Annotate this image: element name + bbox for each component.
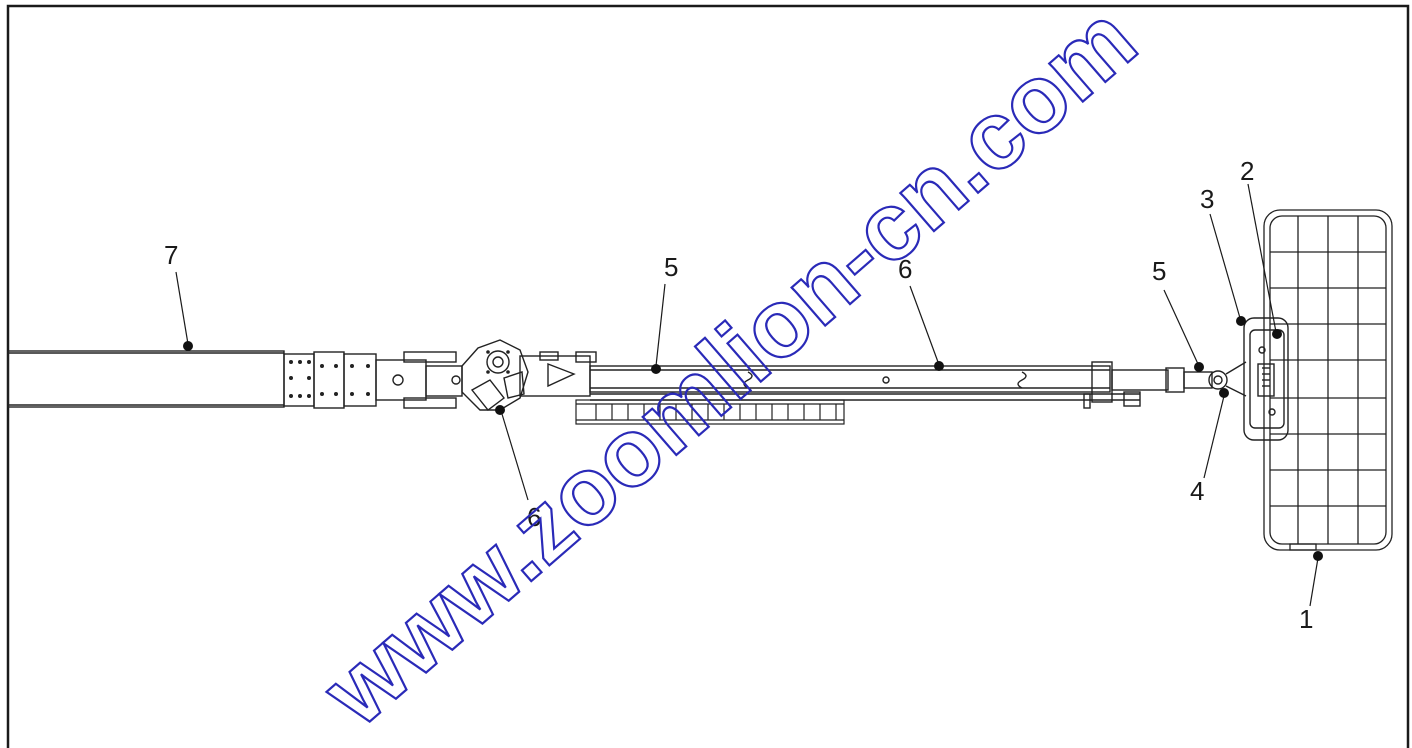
callout-6-knuckle: 6 (527, 502, 541, 532)
knuckle-joint (461, 339, 597, 411)
callout-dot-6-knuckle (495, 405, 505, 415)
jib-rotator (1165, 361, 1247, 397)
watermark: www.zoomlion-cn.com (303, 0, 1156, 747)
callout-7: 7 (164, 240, 178, 270)
work-platform (1263, 209, 1393, 551)
callout-dot-5-boom (651, 364, 661, 374)
callout-5-boom: 5 (664, 252, 678, 282)
callout-2: 2 (1240, 156, 1254, 186)
callout-1: 1 (1299, 604, 1313, 634)
callout-dot-7 (183, 341, 193, 351)
callout-3: 3 (1200, 184, 1214, 214)
callout-dot-3 (1236, 316, 1246, 326)
control-box (1243, 317, 1289, 441)
cable-chain (575, 399, 845, 425)
callout-dot-4 (1219, 388, 1229, 398)
callout-dot-1 (1313, 551, 1323, 561)
callout-4: 4 (1190, 476, 1204, 506)
callout-dots (183, 316, 1323, 561)
base-boom (7, 350, 463, 409)
callout-dot-5-jib (1194, 362, 1204, 372)
leader-lines (175, 183, 1319, 607)
callout-6-boom: 6 (898, 254, 912, 284)
callout-dot-2 (1272, 329, 1282, 339)
callout-5-jib: 5 (1152, 256, 1166, 286)
callout-dot-6-boom (934, 361, 944, 371)
